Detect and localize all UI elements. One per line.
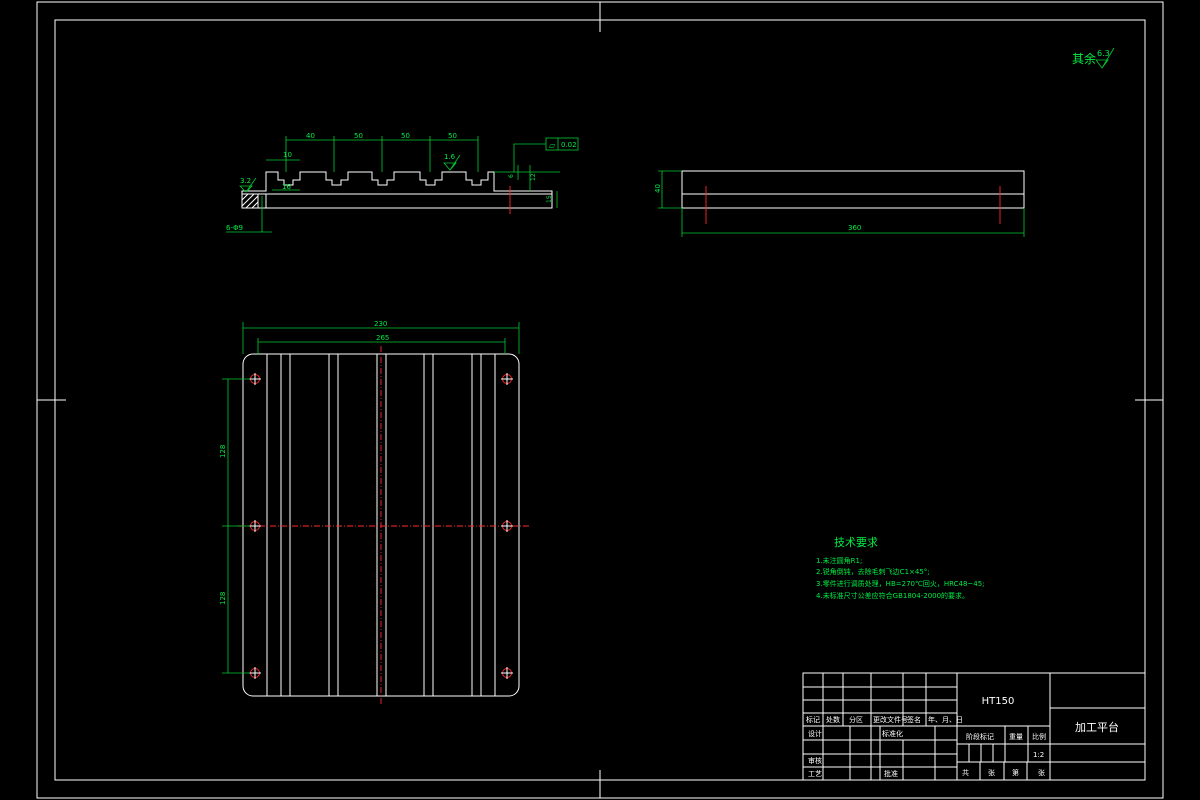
rev-grid-v bbox=[822, 673, 936, 780]
name-grid bbox=[1050, 707, 1145, 763]
tech-item-4: 4.未标准尺寸公差应符合GB1804-2000的要求。 bbox=[816, 591, 969, 600]
inner-border bbox=[54, 19, 1146, 781]
roughness-note-label: 其余 bbox=[1072, 51, 1096, 66]
roughness-left-icon bbox=[239, 177, 257, 193]
hdr-mark: 标记 bbox=[806, 715, 820, 724]
scale-label: 比例 bbox=[1032, 732, 1046, 741]
hatch-lines bbox=[241, 193, 259, 209]
side-length: 360 bbox=[848, 224, 861, 232]
material-text: HT150 bbox=[982, 696, 1015, 707]
drawing-name: 加工平台 bbox=[1075, 720, 1119, 734]
dim-pitch-4: 50 bbox=[448, 132, 457, 140]
side-outline bbox=[681, 170, 1025, 209]
tech-item-1: 1.未注圆角R1; bbox=[816, 556, 862, 565]
plan-width-inner: 265 bbox=[376, 334, 389, 342]
roughness-note: 其余 6.3 bbox=[1072, 47, 1115, 69]
section-outline bbox=[241, 171, 553, 209]
tech-requirements: 技术要求 1.未注圆角R1; 2.锐角倒钝，去除毛刺飞边C1×45°; 3.零件… bbox=[816, 536, 985, 600]
hole-leader bbox=[226, 196, 272, 233]
row-review: 审核 bbox=[808, 756, 822, 765]
stage-mark-label: 阶段标记 bbox=[966, 732, 994, 741]
plan-pitch-upper: 128 bbox=[219, 445, 227, 458]
outer-border bbox=[36, 1, 1164, 799]
side-height: 40 bbox=[654, 184, 662, 193]
sheets-total-label: 共 bbox=[962, 768, 969, 777]
sheet-no-label: 第 bbox=[1012, 768, 1019, 777]
dim-slot-width-top: 10 bbox=[283, 151, 292, 159]
sheet-unit-label: 张 bbox=[1038, 768, 1045, 777]
dim-height-total: 15 bbox=[546, 195, 553, 203]
plan-view: 230 265 128 128 bbox=[219, 320, 529, 704]
plan-pitch-lower: 128 bbox=[219, 592, 227, 605]
roughness-top-value: 1.6 bbox=[444, 153, 456, 161]
tech-item-2: 2.锐角倒钝，去除毛刺飞边C1×45°; bbox=[816, 567, 930, 576]
hdr-date: 年、月、日 bbox=[928, 715, 963, 724]
plan-width-overall: 230 bbox=[374, 320, 387, 328]
roughness-symbol-icon bbox=[1095, 47, 1115, 69]
row-standard: 标准化 bbox=[882, 729, 903, 738]
flatness-symbol-icon: ⏥ bbox=[549, 141, 556, 150]
dim-slot-width-bottom: 16 bbox=[282, 183, 291, 191]
section-view: 40 50 50 50 10 16 6 12 15 ⏥ 0.02 3.2 1.6… bbox=[226, 132, 579, 233]
hdr-change-doc: 更改文件号 bbox=[873, 715, 908, 724]
row-process: 工艺 bbox=[808, 770, 822, 778]
dim-height-mid: 12 bbox=[530, 173, 537, 181]
title-block: HT150 加工平台 标记 处数 分区 更改文件号 签名 年、月、日 设计 标准… bbox=[802, 672, 1146, 781]
tech-item-3: 3.零件进行调质处理，HB=270℃回火，HRC48~45; bbox=[816, 579, 985, 588]
dim-pitch-2: 50 bbox=[354, 132, 363, 140]
weight-label: 重量 bbox=[1009, 733, 1023, 741]
roughness-note-value: 6.3 bbox=[1097, 49, 1110, 58]
stage-grid bbox=[957, 726, 1050, 780]
side-view: 40 360 bbox=[654, 170, 1025, 237]
dim-height-small: 6 bbox=[508, 174, 515, 178]
roughness-left-value: 3.2 bbox=[240, 177, 251, 185]
hole-spec: 6-Φ9 bbox=[226, 224, 243, 232]
roughness-top-icon bbox=[443, 154, 461, 171]
dim-pitch-1: 40 bbox=[306, 132, 315, 140]
row-design: 设计 bbox=[808, 729, 822, 738]
hdr-signature: 签名 bbox=[907, 715, 921, 724]
row-approve: 批准 bbox=[884, 769, 898, 778]
flatness-value: 0.02 bbox=[561, 141, 577, 149]
dim-pitch-3: 50 bbox=[401, 132, 410, 140]
hole-cross-marks bbox=[249, 373, 513, 679]
scale-value: 1:2 bbox=[1033, 751, 1044, 759]
tech-title: 技术要求 bbox=[834, 536, 878, 549]
hdr-zone: 分区 bbox=[849, 715, 863, 724]
sheets-unit-label: 张 bbox=[988, 768, 995, 777]
flatness-leader bbox=[513, 143, 546, 172]
hdr-count: 处数 bbox=[826, 715, 840, 724]
